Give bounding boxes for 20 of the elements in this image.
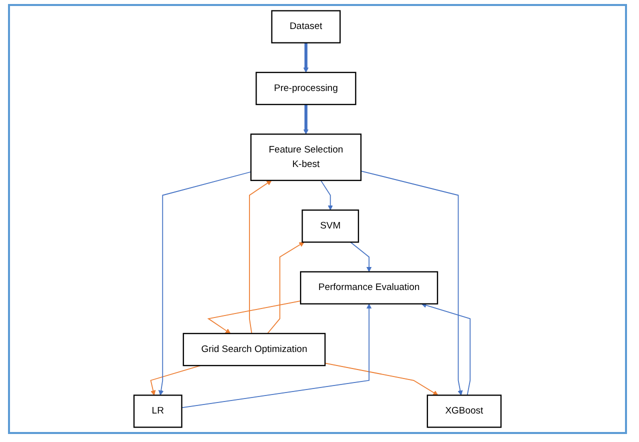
- node-box: Grid Search Optimization: [182, 332, 326, 366]
- node-box: LR: [133, 394, 182, 428]
- arrow: [158, 171, 252, 396]
- arrow: [350, 242, 372, 272]
- arrow: [303, 104, 309, 134]
- arrow: [421, 302, 471, 396]
- node-box: XGBoost: [426, 394, 502, 428]
- node-box: Performance Evaluation: [300, 271, 438, 304]
- arrow: [320, 180, 333, 210]
- node-box: SVM: [302, 210, 360, 243]
- arrow: [360, 170, 463, 396]
- node-box: Dataset: [271, 10, 341, 44]
- node-box: Pre-processing: [256, 72, 356, 106]
- arrow: [303, 42, 309, 73]
- arrow: [181, 304, 372, 408]
- arrow: [324, 362, 438, 396]
- arrow: [267, 242, 304, 334]
- node-box: Feature Selection K-best: [250, 134, 362, 182]
- arrow: [207, 300, 302, 334]
- arrow: [249, 180, 272, 334]
